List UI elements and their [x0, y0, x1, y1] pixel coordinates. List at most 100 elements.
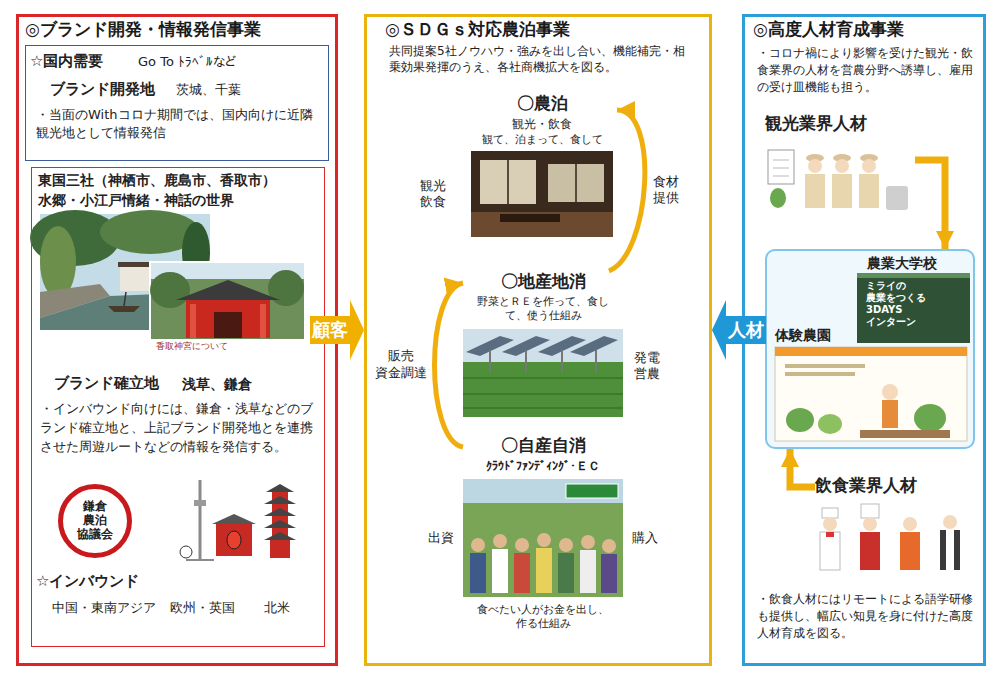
tourism-staff-illustration — [770, 188, 786, 208]
farm-experience-image — [818, 414, 842, 434]
farmers-photo — [601, 554, 617, 593]
elbow-arrow — [915, 160, 945, 249]
business-panel: ◎高度人材育成事業・コロナ禍により影響を受けた観光・飲食業界の人材を営農分野へ誘… — [742, 14, 986, 666]
chefs-illustration — [822, 508, 838, 518]
canal-photo — [40, 226, 76, 298]
bullet-text: ・コロナ禍により影響を受けた観光・飲食業界の人材を営農分野へ誘導し、雇用の受け皿… — [757, 45, 979, 95]
solar-farm-photo — [463, 329, 623, 417]
shrine-photo — [190, 304, 196, 338]
talent-group: 観光業界人材 — [765, 113, 915, 213]
curved-arrow — [609, 110, 645, 271]
solar-farm-photo — [463, 407, 623, 409]
farmers-photo — [463, 479, 623, 597]
chefs-illustration — [820, 504, 960, 570]
panel-title: ◎ＳＤＧｓ対応農泊事業 — [385, 19, 570, 40]
asakusa-illustration — [194, 500, 206, 506]
asakusa-illustration — [264, 520, 296, 528]
activity-group: 〇自産自消ｸﾗｳﾄﾞﾌｧﾝﾃﾞｨﾝｸﾞ・ＥＣ食べたい人がお金を出し、作る仕組み — [463, 435, 623, 649]
farm-experience-image — [775, 347, 967, 441]
flow-label: 購入 — [632, 530, 658, 546]
asakusa-illustration — [180, 546, 192, 558]
farm-stay-photo — [575, 164, 577, 202]
photo-caption: 香取神宮について — [156, 341, 228, 352]
chefs-illustration — [946, 530, 954, 570]
arrow-label: 人材 — [726, 316, 766, 344]
chefs-illustration — [861, 504, 879, 518]
chefs-illustration — [826, 532, 834, 537]
college-image — [857, 273, 970, 343]
asakusa-illustration — [180, 480, 296, 560]
section-heading: 東国三社（神栖市、鹿島市、香取市） — [38, 172, 276, 190]
chefs-illustration — [940, 530, 960, 570]
talent-heading: 観光業界人材 — [765, 113, 867, 134]
tourism-staff-illustration — [773, 176, 789, 177]
chefs-illustration — [903, 517, 917, 531]
shrine-photo — [150, 262, 305, 356]
asakusa-illustration — [212, 514, 256, 524]
farmers-photo — [566, 484, 618, 498]
farmers-photo — [536, 548, 552, 593]
activity-subtitle: 野菜とＲＥを作って、食して、使う仕組み — [467, 295, 619, 324]
section-heading: 農業大学校 — [867, 255, 937, 273]
note-text: 浅草、鎌倉 — [182, 376, 252, 394]
farmers-photo — [515, 538, 529, 552]
talent-heading: 飲食業界人材 — [815, 475, 917, 496]
farmers-photo — [559, 538, 573, 552]
college-image — [857, 273, 970, 278]
flow-label: 観光 飲食 — [420, 178, 446, 211]
note-text: Go To ﾄﾗﾍﾞﾙなど — [138, 54, 236, 70]
farmers-photo — [514, 553, 530, 593]
farmers-photo — [492, 549, 508, 593]
domestic-box: ☆国内需要Go To ﾄﾗﾍﾞﾙなどブランド開発地茨城、千葉・当面のWithコロ… — [25, 45, 329, 161]
farm-stay-photo — [500, 214, 560, 222]
flow-label: 出資 — [428, 530, 454, 546]
asakusa-illustration — [216, 524, 252, 556]
activity-subtitle: 観て、泊まって、食して — [467, 133, 617, 147]
region-box: 東国三社（神栖市、鹿島市、香取市）水郷・小江戸情緒・神話の世界ブランド確立地浅草… — [31, 167, 325, 647]
college-image — [857, 273, 970, 343]
tourism-staff-illustration — [768, 150, 908, 210]
tourism-staff-illustration — [773, 160, 789, 161]
shrine-photo — [260, 304, 266, 338]
tourism-staff-illustration — [808, 159, 822, 173]
chefs-illustration — [860, 532, 880, 570]
chefs-illustration — [820, 532, 840, 570]
asakusa-illustration — [264, 496, 296, 504]
business-panel: ◎ブランド開発・情報発信事業☆国内需要Go To ﾄﾗﾍﾞﾙなどブランド開発地茨… — [16, 14, 338, 666]
note-text: 茨城、千葉 — [176, 82, 241, 98]
tourism-staff-illustration — [832, 174, 852, 208]
panel-title: ◎高度人材育成事業 — [753, 19, 904, 40]
shrine-photo — [268, 270, 304, 306]
chefs-illustration — [943, 515, 957, 529]
tourism-staff-illustration — [805, 174, 825, 208]
image-text: ミライの 農業をつくる 3DAYS インターン — [866, 280, 936, 328]
farmers-photo — [602, 539, 616, 553]
panel-title: ◎ブランド開発・情報発信事業 — [25, 19, 261, 40]
box-fill — [765, 249, 975, 449]
farm-experience-image — [882, 384, 898, 400]
flow-label: 販売 資金調達 — [375, 348, 427, 382]
activity-caption: 食べたい人がお金を出し、作る仕組み — [473, 603, 613, 632]
canal-photo — [108, 306, 140, 312]
elbow-arrow — [790, 449, 815, 487]
chefs-illustration — [823, 517, 837, 531]
business-panel: ◎ＳＤＧｓ対応農泊事業共同提案5社ノウハウ・強みを出し合い、機能補完・相乗効果発… — [364, 14, 712, 666]
farm-experience-image — [786, 408, 814, 432]
section-heading: ブランド開発地 — [50, 80, 155, 99]
region-name: 北米 — [264, 600, 290, 616]
farm-stay-photo — [480, 160, 536, 204]
shrine-photo — [151, 339, 304, 355]
activity-heading: 〇農泊 — [467, 93, 617, 114]
shrine-photo — [214, 312, 242, 338]
farm-experience-image — [914, 404, 946, 432]
farmers-photo — [580, 550, 596, 593]
shrine-photo — [186, 300, 270, 338]
tourism-staff-illustration — [886, 186, 908, 210]
solar-farm-photo — [463, 393, 623, 395]
farmers-photo — [470, 553, 486, 593]
bullet-text: ・当面のWithコロナ期間では、国内向けに近隣観光地として情報発信 — [36, 106, 322, 142]
asakusa-illustration — [264, 508, 296, 516]
solar-farm-photo — [463, 362, 623, 417]
shrine-photo — [150, 272, 190, 308]
